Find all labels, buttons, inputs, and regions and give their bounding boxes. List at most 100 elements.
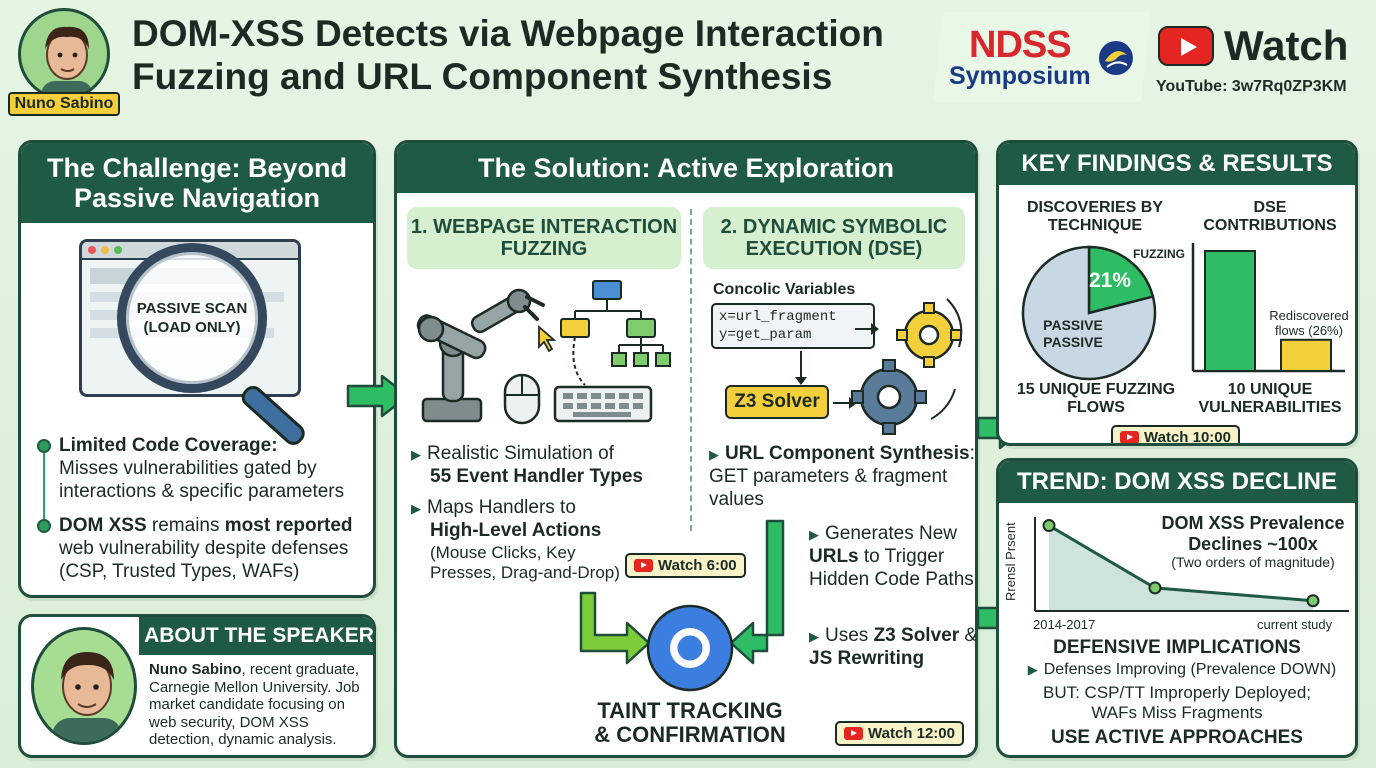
trend-y-label: Rrensl Prsent <box>1003 522 1018 601</box>
dse-b1-text: : GET parameters & fragment values <box>709 443 975 510</box>
pie-title: DISCOVERIES BY TECHNIQUE <box>1026 199 1164 234</box>
findings-panel: KEY FINDINGS & RESULTS DISCOVERIES BY TE… <box>996 140 1358 446</box>
bullet-dot-icon <box>37 519 51 533</box>
implications-title: DEFENSIVE IMPLICATIONS <box>1053 637 1301 658</box>
trend-x-start: 2014-2017 <box>1033 617 1096 632</box>
dse-b3-text2: & <box>959 625 978 646</box>
youtube-watch-button[interactable]: Watch <box>1158 22 1348 70</box>
taint-line-2: & CONFIRMATION <box>594 722 786 748</box>
fuzz-b2-paren: (Mouse Clicks, Key Presses, Drag-and-Dro… <box>430 542 620 583</box>
fuzz-b1-bold: 55 Event Handler Types <box>430 465 643 487</box>
bullet-triangle-icon: ▶ <box>411 447 421 462</box>
dse-b2-bold: URLs <box>809 545 859 567</box>
bullet-triangle-icon: ▶ <box>709 447 719 462</box>
pie-percent-label: 21% <box>1089 269 1132 292</box>
trend-area <box>1049 525 1313 611</box>
converging-arrows <box>579 519 785 665</box>
implication-1: ▶Defenses Improving (Prevalence DOWN) <box>1007 661 1355 679</box>
implication-2: BUT: CSP/TT Improperly Deployed; WAFs Mi… <box>999 683 1355 722</box>
pie-passive-label: PASSIVE PASSIVE <box>1033 317 1113 351</box>
bar-0 <box>1204 250 1256 372</box>
title-line-2: Fuzzing and URL Component Synthesis <box>132 56 833 98</box>
trend-headline-2: Declines ~100x <box>1188 533 1318 554</box>
fuzz-b1-text: Realistic Simulation of <box>427 443 614 464</box>
challenge-timeline-line <box>43 449 45 523</box>
speaker-name-tag: Nuno Sabino <box>8 92 120 116</box>
youtube-id: YouTube: 3w7Rq0ZP3KM <box>1156 78 1347 95</box>
watch-10-badge[interactable]: Watch 10:00 <box>1111 425 1240 446</box>
challenge-point-coverage: Limited Code Coverage: Misses vulnerabil… <box>37 435 357 503</box>
concolic-label: Concolic Variables <box>713 281 856 298</box>
fuzz-b2-text: Maps Handlers to <box>427 497 576 518</box>
speaker-bio-text: , recent graduate, Carnegie Mellon Unive… <box>149 661 360 749</box>
domxss-text-2: web vulnerability despite defenses (CSP,… <box>59 537 349 582</box>
speaker-avatar <box>31 627 137 745</box>
taint-tracking-label: TAINT TRACKING & CONFIRMATION <box>587 698 793 748</box>
speaker-panel: ABOUT THE SPEAKER Nuno Sabino, recent gr… <box>18 614 376 758</box>
trend-headline: DOM XSS Prevalence Declines ~100x (Two o… <box>1153 513 1353 570</box>
solution-panel: The Solution: Active Exploration 1. WEBP… <box>394 140 978 758</box>
dse-bullet-1: ▶ URL Component Synthesis: GET parameters… <box>709 443 975 511</box>
watch-12-label: Watch 12:00 <box>868 725 955 742</box>
bar-1 <box>1280 338 1332 373</box>
bar-caption: 10 UNIQUE VULNERABILITIES <box>1198 381 1342 416</box>
watch-6-badge[interactable]: Watch 6:00 <box>625 553 746 578</box>
dse-b2-text1: Generates New <box>825 523 958 544</box>
trend-point-1 <box>1148 581 1162 595</box>
challenge-point-domxss: DOM XSS remains most reported web vulner… <box>37 515 357 583</box>
trend-line-chart <box>1034 517 1349 612</box>
dse-b3-text1: Uses <box>825 625 874 646</box>
dse-b1-bold: URL Component Synthesis <box>725 443 970 464</box>
pie-chart <box>1021 245 1157 381</box>
bullet-triangle-icon: ▶ <box>809 527 819 542</box>
domxss-text-1: remains <box>146 515 225 536</box>
bullet-triangle-icon: ▶ <box>411 501 421 516</box>
trend-point-2 <box>1306 594 1320 608</box>
ndss-seal-icon <box>1098 40 1133 74</box>
solution-title: The Solution: Active Exploration <box>397 143 975 193</box>
variable-y: y=get_param <box>719 327 812 344</box>
pie-fuzzing-label: FUZZING <box>1133 247 1185 261</box>
implication-2-line-2: WAFs Miss Fragments <box>1091 702 1263 722</box>
speaker-title: ABOUT THE SPEAKER <box>139 617 373 655</box>
magnifier-text-1: PASSIVE SCAN <box>136 299 248 317</box>
watch-12-badge[interactable]: Watch 12:00 <box>835 721 964 746</box>
ndss-logo: NDSS Symposium <box>933 12 1151 102</box>
fuzz-bullet-2: ▶ Maps Handlers to High-Level Actions (Mo… <box>411 497 641 584</box>
fuzz-b2-bold: High-Level Actions <box>430 519 602 541</box>
title-line-1: DOM-XSS Detects via Webpage Interaction <box>132 13 884 54</box>
trend-headline-1: DOM XSS Prevalence <box>1161 513 1345 533</box>
concolic-variables-box: x=url_fragment y=get_param <box>711 303 875 349</box>
trend-title: TREND: DOM XSS DECLINE <box>999 461 1355 503</box>
pie-slice-0 <box>1087 245 1155 315</box>
implication-2-line-1: BUT: CSP/TT Improperly Deployed; <box>1043 683 1311 702</box>
watch-10-label: Watch 10:00 <box>1144 429 1231 446</box>
speaker-bio-name: Nuno Sabino <box>149 661 242 678</box>
dse-subtitle: 2. DYNAMIC SYMBOLIC EXECUTION (DSE) <box>703 207 965 269</box>
dse-b2-text2: to Trigger Hidden Code Paths <box>809 545 974 590</box>
trend-panel: TREND: DOM XSS DECLINE Rrensl Prsent DOM… <box>996 458 1358 758</box>
domxss-bold: DOM XSS <box>59 515 147 536</box>
dse-bullet-3: ▶Uses Z3 Solver & JS Rewriting <box>809 625 978 671</box>
coverage-text: Misses vulnerabilities gated by interact… <box>59 457 345 502</box>
trend-headline-3: (Two orders of magnitude) <box>1171 554 1335 571</box>
variable-x: x=url_fragment <box>719 309 837 325</box>
bullet-triangle-icon: ▶ <box>1027 662 1038 677</box>
trend-point-0 <box>1042 519 1056 533</box>
dse-bullet-2: ▶ Generates New URLs to Trigger Hidden Co… <box>809 523 975 591</box>
speaker-bio: Nuno Sabino, recent graduate, Carnegie M… <box>149 661 371 749</box>
youtube-icon <box>1120 431 1139 443</box>
magnifier-icon: PASSIVE SCAN (LOAD ONLY) <box>117 243 267 393</box>
trend-x-end: current study <box>1257 617 1333 632</box>
youtube-icon <box>844 727 863 740</box>
challenge-panel: The Challenge: Beyond Passive Navigation… <box>18 140 376 598</box>
ndss-logo-text: NDSS <box>969 23 1071 66</box>
robot-arm-illustration <box>416 280 671 425</box>
fuzz-bullet-1: ▶ Realistic Simulation of 55 Event Handle… <box>411 443 687 489</box>
speaker-avatar-top <box>18 8 110 100</box>
pie-passive-1: PASSIVE <box>1043 317 1103 333</box>
browser-engine-icon <box>646 604 734 692</box>
youtube-icon <box>634 559 653 572</box>
page-title: DOM-XSS Detects via Webpage Interaction … <box>132 12 922 99</box>
watch-label: Watch <box>1224 22 1349 69</box>
